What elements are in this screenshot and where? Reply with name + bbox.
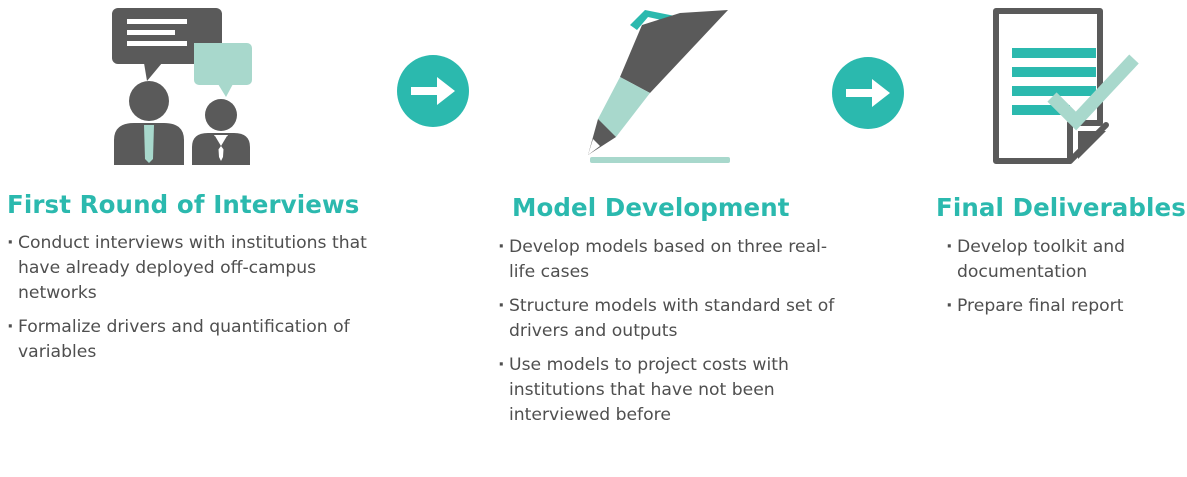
arrow-right-icon: [832, 57, 904, 129]
step-bullets-interviews: Conduct interviews with institutions tha…: [7, 231, 377, 374]
list-item: Use models to project costs with institu…: [498, 353, 838, 428]
step-bullets-final-deliverables: Develop toolkit and documentation Prepar…: [946, 235, 1182, 328]
arrow-right-icon: [397, 55, 469, 127]
step-title-interviews: First Round of Interviews: [7, 190, 360, 219]
list-item: Structure models with standard set of dr…: [498, 294, 838, 344]
list-item: Formalize drivers and quantification of …: [7, 315, 377, 365]
step-title-final-deliverables: Final Deliverables: [936, 193, 1186, 222]
list-item: Develop models based on three real-life …: [498, 235, 838, 285]
list-item: Prepare final report: [946, 294, 1182, 319]
list-item: Conduct interviews with institutions tha…: [7, 231, 377, 306]
interview-people-icon: [100, 5, 260, 165]
pen-icon: [580, 5, 740, 170]
document-check-icon: [990, 5, 1150, 170]
list-item: Develop toolkit and documentation: [946, 235, 1182, 285]
step-bullets-model-development: Develop models based on three real-life …: [498, 235, 838, 437]
step-title-model-development: Model Development: [512, 193, 790, 222]
